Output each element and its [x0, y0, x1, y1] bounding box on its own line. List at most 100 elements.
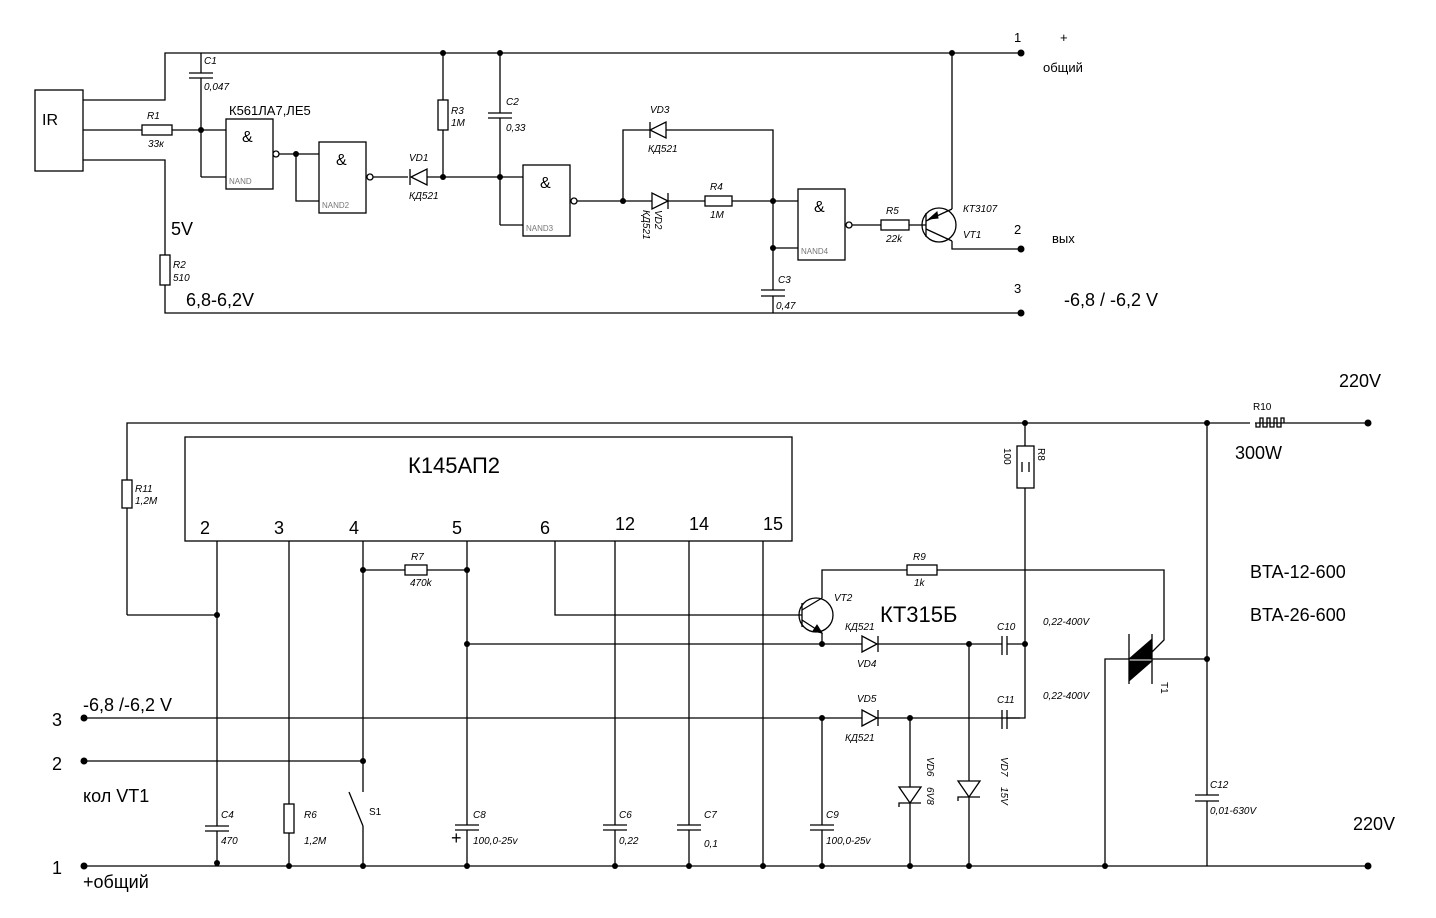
- switch-s1[interactable]: [348, 791, 364, 827]
- c8-name: C8: [473, 810, 486, 821]
- c3-value: 0,47: [776, 301, 796, 312]
- junction-dot: [966, 863, 972, 869]
- gate-1-label: NAND: [229, 177, 252, 186]
- wire: [554, 541, 802, 616]
- vd7-name: VD7: [998, 757, 1009, 777]
- junction-dot: [760, 863, 766, 869]
- r10-power: 300W: [1235, 443, 1282, 463]
- r7-name: R7: [411, 552, 424, 563]
- ic-pin-6: 6: [540, 518, 550, 538]
- terminal-2-label: кол VT1: [83, 786, 149, 806]
- vd5-name: VD5: [857, 694, 877, 705]
- c8-value: 100,0-25v: [473, 836, 518, 847]
- c2-name: C2: [506, 97, 519, 108]
- c4-name: C4: [221, 810, 234, 821]
- triac-model-2: BTA-26-600: [1250, 605, 1346, 625]
- c9-value: 100,0-25v: [826, 836, 871, 847]
- inverter-bubble: [366, 173, 374, 181]
- terminal-3-num: 3: [52, 710, 62, 730]
- r8-name: R8: [1035, 448, 1046, 461]
- transistor-vt2: [798, 597, 834, 634]
- terminal-1-label: общий: [1043, 60, 1083, 75]
- r6-name: R6: [304, 810, 317, 821]
- vt1-model: КТ3107: [963, 204, 998, 215]
- chip-label: К561ЛА7,ЛЕ5: [229, 103, 311, 118]
- diode-vd3: [648, 120, 667, 140]
- c1-value: 0,047: [204, 82, 229, 93]
- inverter-bubble: [845, 221, 853, 229]
- gate-2-label: NAND2: [322, 201, 350, 210]
- ic-pin-12: 12: [615, 514, 635, 534]
- zener-bar: [957, 796, 980, 801]
- c11-value: 0,22-400V: [1043, 691, 1090, 702]
- ic-pin-4: 4: [349, 518, 359, 538]
- junction-dot: [214, 860, 220, 866]
- vd2-value: КД521: [640, 210, 651, 240]
- terminal-3-num: 3: [1014, 281, 1021, 296]
- resistor-r5: [880, 219, 910, 231]
- r8-value: 100: [1001, 448, 1012, 465]
- c6-value: 0,22: [619, 836, 639, 847]
- junction-dot: [360, 758, 366, 764]
- mains-top-label: 220V: [1339, 371, 1381, 391]
- c6-name: C6: [619, 810, 632, 821]
- junction-dot: [286, 863, 292, 869]
- nand-gate-4: [797, 188, 846, 261]
- gate-4-label: NAND4: [801, 247, 829, 256]
- terminal-3-top: [1017, 309, 1025, 317]
- c2-value: 0,33: [506, 123, 526, 134]
- r9-name: R9: [913, 552, 926, 563]
- wire: [83, 159, 166, 255]
- vd4-value: КД521: [845, 622, 875, 633]
- ic-pin-14: 14: [689, 514, 709, 534]
- ic-pin-5: 5: [452, 518, 462, 538]
- r3-value: 1M: [451, 118, 466, 129]
- wire: [295, 154, 320, 202]
- vt2-name: VT2: [834, 593, 853, 604]
- gate-symbol: &: [540, 175, 551, 192]
- c12-value: 0,01-630V: [1210, 806, 1257, 817]
- top-circuit: IR R1 33к C1 0,047 R2 510 5V 6,8-6,2V К5…: [34, 30, 1158, 317]
- voltage-range-label: 6,8-6,2V: [186, 290, 254, 310]
- resistor-r4: [704, 195, 733, 207]
- ic-label: К145АП2: [408, 453, 500, 478]
- mains-terminal-top: [1364, 419, 1372, 427]
- wire: [1007, 644, 1026, 719]
- r2-name: R2: [173, 260, 186, 271]
- vd3-value: КД521: [648, 144, 678, 155]
- c7-value: 0,1: [704, 839, 718, 850]
- terminal-2-label: вых: [1052, 231, 1075, 246]
- vd4-name: VD4: [857, 659, 877, 670]
- nand-gate-1: [225, 118, 274, 190]
- diode-vd4: [861, 634, 879, 654]
- terminal-1-num: 1: [52, 858, 62, 878]
- ic-pin-2: 2: [200, 518, 210, 538]
- wire-plus-rail: [83, 52, 1020, 101]
- vt2-model: КТ315Б: [880, 602, 957, 627]
- resistor-r11: [121, 479, 133, 509]
- diode-vd2: [651, 191, 670, 211]
- c4-value: 470: [221, 836, 238, 847]
- r5-name: R5: [886, 206, 899, 217]
- wire-gate: [937, 569, 1165, 653]
- r4-name: R4: [710, 182, 723, 193]
- diode-vd1: [409, 167, 428, 187]
- mains-bottom-label: 220V: [1353, 814, 1395, 834]
- voltage-5v-label: 5V: [171, 219, 193, 239]
- junction-dot: [907, 863, 913, 869]
- terminal-2-bottom: [80, 757, 88, 765]
- gate-symbol: &: [336, 152, 347, 169]
- c9-name: C9: [826, 810, 839, 821]
- resistor-r8: [1016, 445, 1035, 489]
- resistor-r1: [141, 124, 173, 136]
- bottom-circuit: К145АП2 2 3 4 5 6 12 14 15 R11 1,2M 3 -6…: [52, 371, 1395, 892]
- resistor-r9: [906, 564, 938, 576]
- terminal-3-label: -6,8 / -6,2 V: [1064, 290, 1158, 310]
- vd3-name: VD3: [650, 105, 670, 116]
- nand-gate-2: [318, 141, 367, 214]
- junction-dot: [360, 863, 366, 869]
- r4-value: 1M: [710, 210, 725, 221]
- r2-value: 510: [173, 273, 190, 284]
- inverter-bubble: [570, 197, 578, 205]
